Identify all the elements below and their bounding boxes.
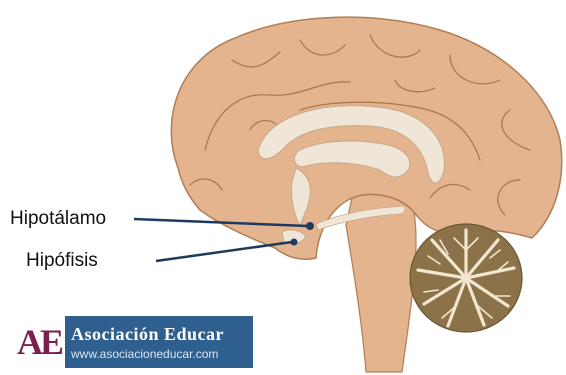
hipofisis-leader-line	[156, 242, 292, 261]
hipofisis-marker	[291, 239, 298, 246]
logo-letters: AE	[17, 321, 61, 363]
logo-text: Asociación Educar www.asociacioneducar.c…	[65, 316, 224, 368]
logo-mark: AE	[13, 316, 65, 368]
hipotalamo-marker	[306, 222, 314, 230]
hipotalamo-label: Hipotálamo	[10, 208, 106, 230]
asociacion-educar-logo: AE Asociación Educar www.asociacioneduca…	[13, 316, 253, 368]
brainstem	[346, 194, 416, 372]
logo-url: www.asociacioneducar.com	[71, 347, 224, 361]
logo-name: Asociación Educar	[71, 324, 224, 345]
hipofisis-label: Hipófisis	[26, 250, 98, 272]
cerebellum	[410, 224, 522, 332]
